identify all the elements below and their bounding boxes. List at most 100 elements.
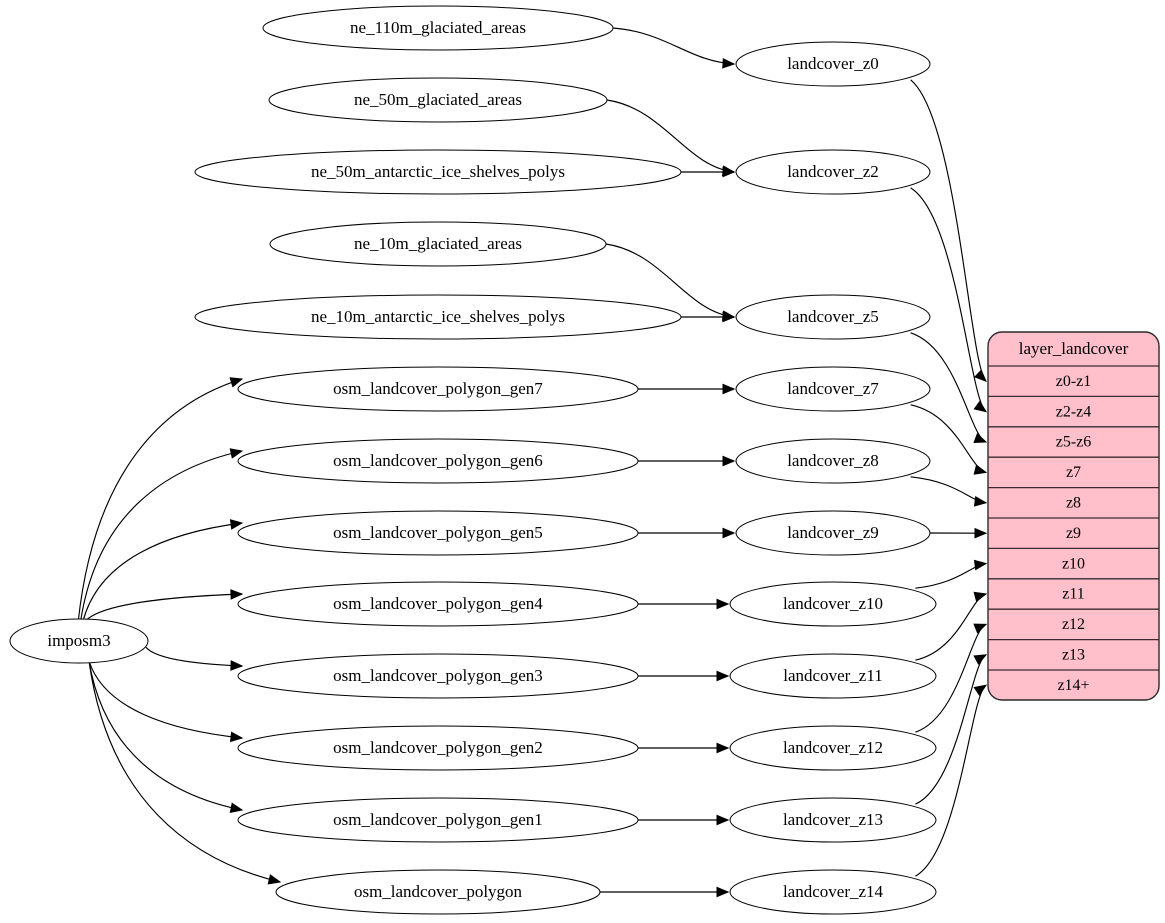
edge-osm_landcover_polygon_gen3-to-landcover_z11 [637, 670, 730, 682]
node-osm_landcover_polygon_gen6[interactable]: osm_landcover_polygon_gen6 [237, 438, 639, 484]
node-label: osm_landcover_polygon_gen1 [333, 810, 543, 829]
edge-line [80, 450, 243, 622]
edge-line [606, 99, 735, 173]
edge-imposm3-to-osm_landcover_polygon_gen3 [145, 646, 244, 671]
edge-arrowhead [229, 802, 244, 813]
node-shape-ellipse [237, 653, 639, 699]
node-landcover_z9[interactable]: landcover_z9 [735, 510, 931, 556]
node-ne_110m_glaciated_areas[interactable]: ne_110m_glaciated_areas [262, 5, 614, 51]
node-osm_landcover_polygon_gen2[interactable]: osm_landcover_polygon_gen2 [237, 725, 639, 771]
edge-arrowhead [973, 464, 988, 475]
node-shape-ellipse [237, 581, 639, 627]
node-landcover_z10[interactable]: landcover_z10 [729, 581, 937, 627]
node-osm_landcover_polygon_gen3[interactable]: osm_landcover_polygon_gen3 [237, 653, 639, 699]
node-shape-ellipse [269, 221, 607, 267]
table-row-label: z14+ [1057, 677, 1089, 694]
nodes-layer: imposm3 ne_110m_glaciated_areas ne_50m_gla… [9, 5, 937, 915]
table-row[interactable]: z9 [988, 518, 1159, 548]
node-label: osm_landcover_polygon [354, 882, 523, 901]
node-landcover_z11[interactable]: landcover_z11 [729, 653, 937, 699]
node-label: landcover_z10 [783, 594, 883, 613]
table-row[interactable]: z5-z6 [988, 427, 1159, 457]
edge-arrowhead [722, 527, 736, 539]
node-shape-ellipse [735, 438, 931, 484]
edge-imposm3-to-osm_landcover_polygon_gen6 [80, 448, 244, 622]
edge-line [605, 243, 735, 318]
table-row[interactable]: z7 [988, 457, 1159, 487]
node-osm_landcover_polygon[interactable]: osm_landcover_polygon [275, 869, 601, 915]
table-row[interactable]: z11 [988, 579, 1159, 609]
node-shape-ellipse [237, 438, 639, 484]
table-row[interactable]: z0-z1 [988, 366, 1159, 396]
edge-osm_landcover_polygon_gen7-to-landcover_z7 [638, 383, 736, 395]
node-shape-ellipse [729, 797, 937, 843]
node-ne_10m_antarctic_ice_shelves_polys[interactable]: ne_10m_antarctic_ice_shelves_polys [194, 294, 682, 340]
node-label: landcover_z5 [787, 307, 879, 326]
edge-arrowhead [722, 383, 736, 395]
edge-ne_10m_antarctic_ice_shelves_polys-to-landcover_z5 [681, 311, 736, 323]
node-landcover_z7[interactable]: landcover_z7 [735, 366, 931, 412]
table-row[interactable]: z14+ [988, 670, 1159, 700]
node-osm_landcover_polygon_gen5[interactable]: osm_landcover_polygon_gen5 [237, 510, 639, 556]
edge-landcover_z5-to-row-z5-z6 [910, 332, 988, 443]
edge-landcover_z14-to-row-z14+ [915, 684, 988, 877]
table-row[interactable]: z2-z4 [988, 396, 1159, 426]
node-osm_landcover_polygon_gen7[interactable]: osm_landcover_polygon_gen7 [237, 366, 639, 412]
edge-arrowhead [722, 57, 736, 69]
node-label: imposm3 [47, 631, 110, 650]
edge-line [915, 654, 987, 805]
edge-line [915, 684, 987, 877]
edge-arrowhead [973, 654, 988, 665]
table-row[interactable]: z13 [988, 640, 1159, 670]
node-shape-ellipse [9, 618, 149, 664]
node-imposm3[interactable]: imposm3 [9, 618, 149, 664]
edge-line [77, 378, 243, 622]
node-label: osm_landcover_polygon_gen5 [333, 523, 543, 542]
node-label: ne_50m_glaciated_areas [354, 90, 522, 109]
edge-landcover_z11-to-row-z11 [915, 591, 988, 661]
table-row-label: z5-z6 [1056, 434, 1092, 451]
node-osm_landcover_polygon_gen4[interactable]: osm_landcover_polygon_gen4 [237, 581, 639, 627]
node-shape-ellipse [237, 366, 639, 412]
edge-arrowhead [230, 731, 244, 743]
table-row-label: z10 [1062, 555, 1085, 572]
edge-landcover_z10-to-row-z10 [915, 559, 988, 589]
edge-landcover_z2-to-row-z2-z4 [910, 187, 988, 413]
node-label: osm_landcover_polygon_gen2 [333, 738, 543, 757]
edge-osm_landcover_polygon-to-landcover_z14 [599, 886, 730, 898]
edge-osm_landcover_polygon_gen6-to-landcover_z8 [638, 455, 736, 467]
edge-arrowhead [230, 589, 244, 600]
node-landcover_z12[interactable]: landcover_z12 [729, 725, 937, 771]
node-landcover_z13[interactable]: landcover_z13 [729, 797, 937, 843]
node-label: ne_10m_glaciated_areas [354, 234, 522, 253]
node-landcover_z8[interactable]: landcover_z8 [735, 438, 931, 484]
node-osm_landcover_polygon_gen1[interactable]: osm_landcover_polygon_gen1 [237, 797, 639, 843]
node-shape-ellipse [729, 725, 937, 771]
node-label: landcover_z11 [783, 666, 882, 685]
node-ne_50m_glaciated_areas[interactable]: ne_50m_glaciated_areas [268, 77, 608, 123]
node-shape-ellipse [268, 77, 608, 123]
node-ne_50m_antarctic_ice_shelves_polys[interactable]: ne_50m_antarctic_ice_shelves_polys [194, 149, 682, 195]
edge-arrowhead [973, 496, 988, 507]
node-label: landcover_z7 [787, 379, 879, 398]
edge-arrowhead [973, 559, 988, 571]
edge-imposm3-to-osm_landcover_polygon [88, 660, 282, 885]
edge-arrowhead [973, 400, 988, 413]
table-header-label: layer_landcover [1019, 339, 1129, 358]
edge-landcover_z0-to-row-z0-z1 [910, 79, 987, 383]
node-landcover_z5[interactable]: landcover_z5 [735, 294, 931, 340]
node-landcover_z0[interactable]: landcover_z0 [735, 41, 931, 87]
table-row[interactable]: z8 [988, 488, 1159, 518]
node-landcover_z2[interactable]: landcover_z2 [735, 149, 931, 195]
node-ne_10m_glaciated_areas[interactable]: ne_10m_glaciated_areas [269, 221, 607, 267]
edge-arrowhead [267, 874, 282, 885]
edge-osm_landcover_polygon_gen2-to-landcover_z12 [637, 742, 730, 754]
edge-osm_landcover_polygon_gen4-to-landcover_z10 [638, 598, 730, 610]
table-row-label: z12 [1062, 616, 1085, 633]
edge-arrowhead [722, 166, 736, 178]
table-row[interactable]: z10 [988, 548, 1159, 578]
node-landcover_z14[interactable]: landcover_z14 [729, 869, 937, 915]
table-row[interactable]: z12 [988, 609, 1159, 639]
